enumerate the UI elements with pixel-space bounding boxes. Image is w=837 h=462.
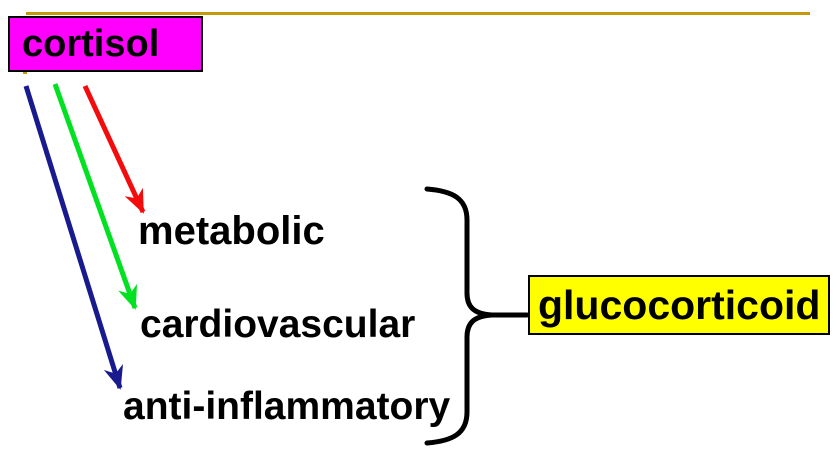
glucocorticoid-box: glucocorticoid [528,275,830,335]
arrow-cortisol-to-metabolic [82,84,146,214]
glucocorticoid-label: glucocorticoid [538,281,821,328]
grouping-brace [424,186,530,446]
arrow-cortisol-to-cardiovascular [52,83,138,310]
top-rule-line [26,12,810,15]
arrow-cortisol-to-anti-inflammatory [23,85,124,390]
cortisol-box: cortisol [8,16,203,72]
effect-label-cardiovascular: cardiovascular [140,303,416,346]
cortisol-label: cortisol [22,22,160,65]
effect-label-anti-inflammatory: anti-inflammatory [123,385,451,428]
effect-label-metabolic: metabolic [138,209,325,253]
